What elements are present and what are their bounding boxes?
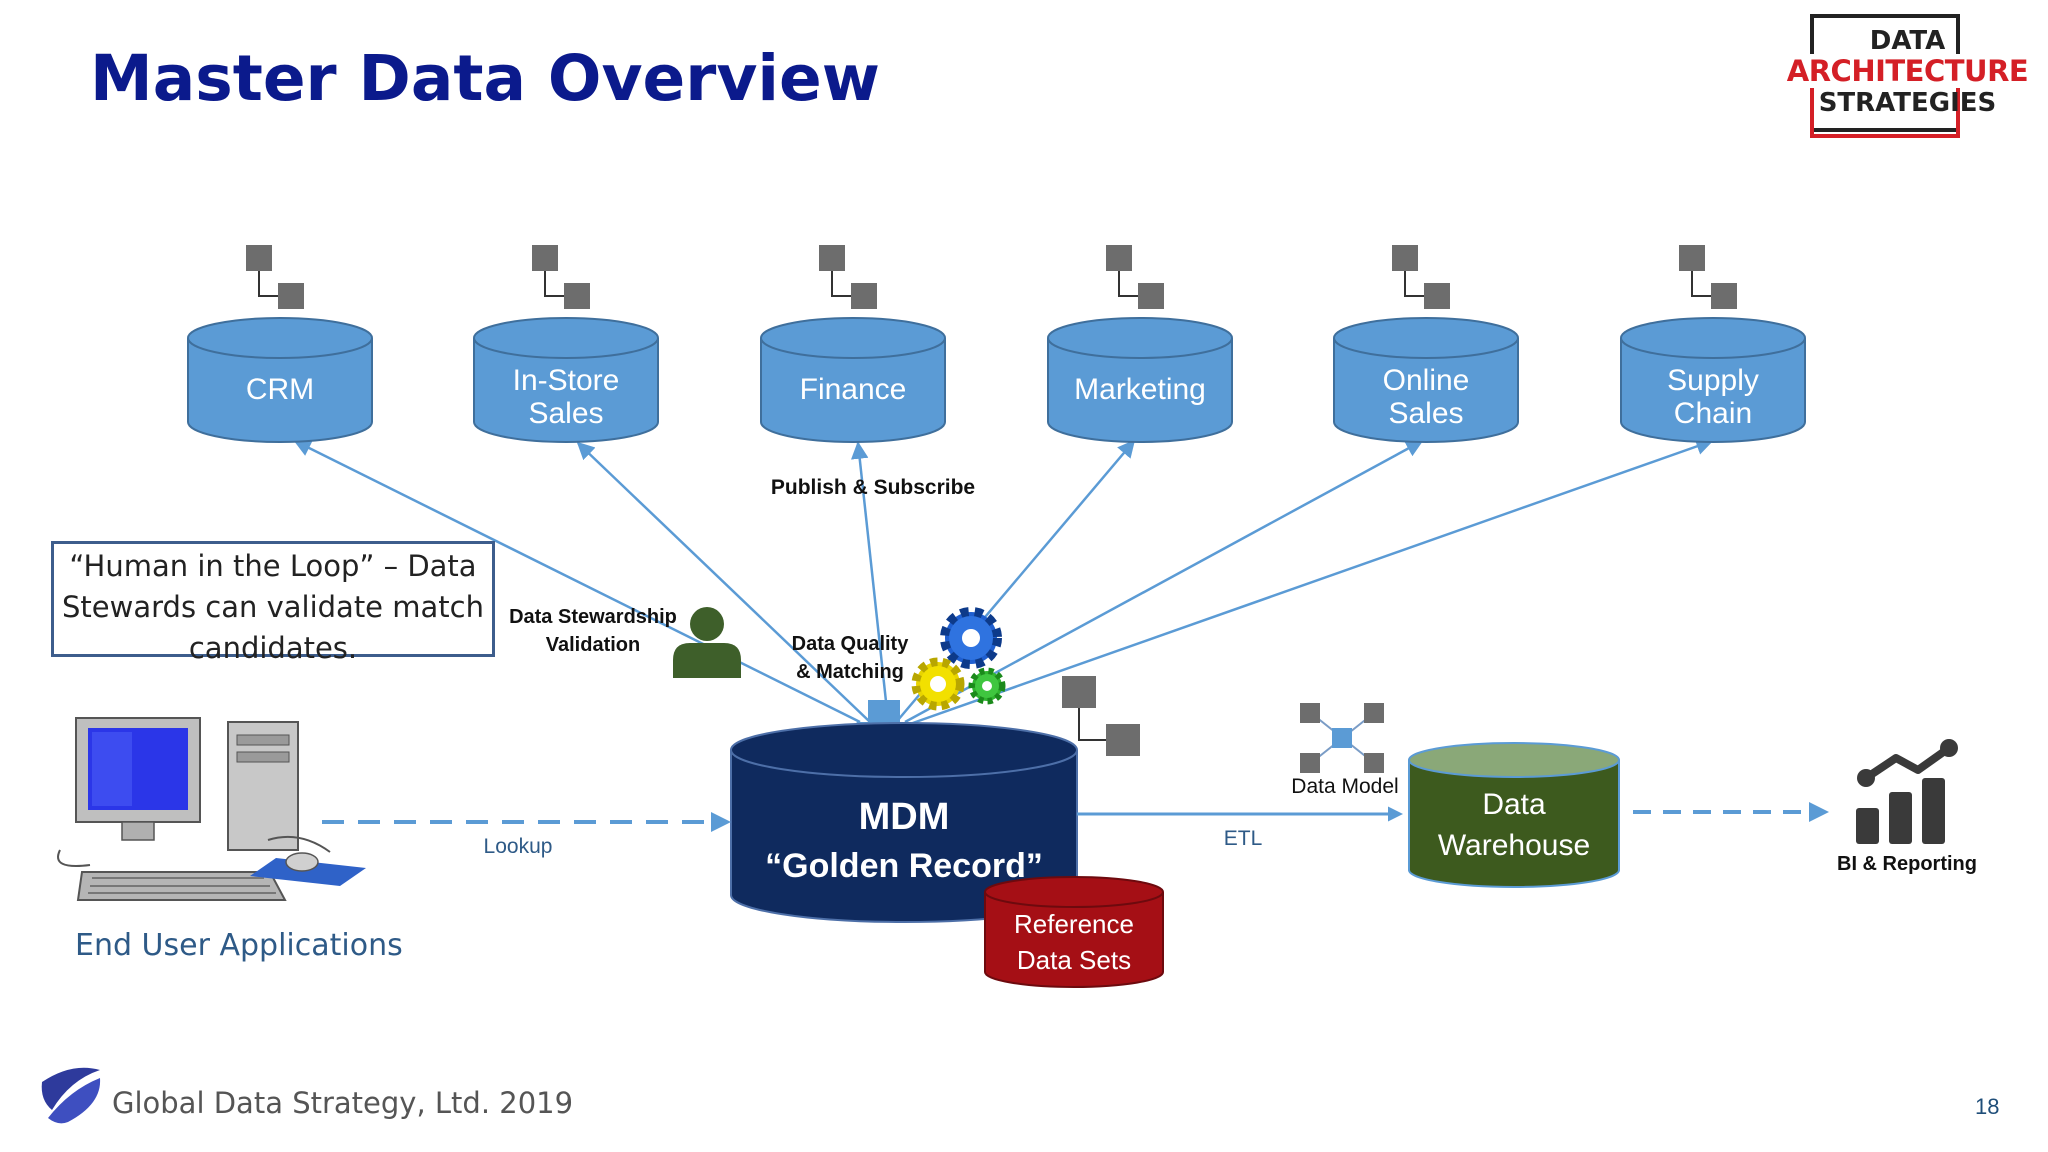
- source-label-line1: Online: [1383, 364, 1470, 397]
- company-logo-icon: [41, 1067, 101, 1124]
- source-label-line1: CRM: [246, 373, 314, 406]
- data-model-connector: [1691, 271, 1711, 297]
- stewardship-label-line2: Validation: [546, 634, 640, 656]
- source-database-3: Marketing: [1047, 245, 1233, 443]
- source-label-line1: Finance: [800, 373, 907, 406]
- source-database-body: [187, 338, 373, 443]
- person-icon: [673, 607, 741, 678]
- source-database-top: [1620, 317, 1806, 359]
- source-label-line2: Chain: [1674, 397, 1752, 430]
- arrow-to-finance: [850, 441, 890, 721]
- mdm-database: MDM “Golden Record”: [730, 722, 1078, 923]
- publish-subscribe-arrows: [293, 437, 1714, 726]
- source-database-body: [1333, 338, 1519, 443]
- warehouse-label-line1: Data: [1482, 788, 1546, 821]
- reference-label-line1: Reference: [1014, 909, 1134, 939]
- mdm-label-line2: “Golden Record”: [765, 847, 1043, 885]
- logo-frame-bottom: [1810, 72, 1960, 138]
- bi-reporting-label: BI & Reporting: [1837, 853, 1977, 875]
- source-label-line1: Marketing: [1074, 373, 1206, 406]
- source-database-body: [1620, 338, 1806, 443]
- source-database-top: [1047, 317, 1233, 359]
- data-model-icon-child: [564, 283, 590, 309]
- lookup-label: Lookup: [484, 835, 553, 858]
- arrow-to-crm: [293, 439, 861, 724]
- source-label-line2: Sales: [1388, 397, 1463, 430]
- data-model-label: Data Model: [1291, 775, 1398, 798]
- page-number: 18: [1975, 1094, 2000, 1119]
- source-database-body: [1047, 338, 1233, 443]
- data-model-connector: [544, 271, 564, 297]
- footer-text: Global Data Strategy, Ltd. 2019: [112, 1086, 574, 1120]
- stewardship-label-line1: Data Stewardship: [509, 606, 677, 628]
- data-model-icon: [1062, 676, 1140, 756]
- gears-icon: [911, 607, 1006, 711]
- data-model-icon-child: [1424, 283, 1450, 309]
- human-in-the-loop-callout: “Human in the Loop” – Data Stewards can …: [51, 541, 495, 665]
- data-model-icon: [1679, 245, 1705, 271]
- mdm-label-line1: MDM: [859, 796, 950, 838]
- source-label-line1: Supply: [1667, 364, 1759, 397]
- warehouse-label-line2: Warehouse: [1438, 829, 1590, 862]
- data-model-icon-child: [1711, 283, 1737, 309]
- data-model-connector: [1404, 271, 1424, 297]
- quality-label-line1: Data Quality: [792, 633, 910, 655]
- quality-label-line2: & Matching: [796, 661, 904, 683]
- source-database-top: [187, 317, 373, 359]
- data-model-icon: [1392, 245, 1418, 271]
- data-model-connector: [1118, 271, 1138, 297]
- source-database-body: [760, 338, 946, 443]
- logo-line-1: DATA: [1869, 26, 1946, 56]
- source-database-0: CRM: [187, 245, 373, 443]
- source-database-top: [760, 317, 946, 359]
- end-user-applications-label: End User Applications: [75, 928, 403, 963]
- arrow-to-instore: [576, 441, 871, 723]
- network-model-icon: [1300, 703, 1384, 773]
- logo-line-3: STRATEGIES: [1818, 88, 1997, 118]
- data-model-icon: [1106, 245, 1132, 271]
- data-model-connector: [258, 271, 278, 297]
- data-model-icon: [246, 245, 272, 271]
- source-database-top: [1333, 317, 1519, 359]
- source-database-2: Finance: [760, 245, 946, 443]
- source-database-top: [473, 317, 659, 359]
- data-model-icon-child: [1138, 283, 1164, 309]
- page-title: Master Data Overview: [90, 42, 880, 115]
- reference-data-database: Reference Data Sets: [984, 876, 1164, 988]
- logo-line-2: ARCHITECTURE: [1770, 54, 2045, 88]
- publish-subscribe-label: Publish & Subscribe: [771, 476, 975, 499]
- etl-label: ETL: [1224, 827, 1263, 850]
- data-model-icon-child: [851, 283, 877, 309]
- data-model-icon-child: [278, 283, 304, 309]
- data-model-icon: [819, 245, 845, 271]
- bar-chart-icon: [1856, 739, 1958, 844]
- source-label-line2: Sales: [528, 397, 603, 430]
- source-database-body: [473, 338, 659, 443]
- data-warehouse-database: Data Warehouse: [1408, 742, 1620, 888]
- arrow-to-supply-chain: [909, 437, 1714, 726]
- data-model-connector: [831, 271, 851, 297]
- reference-label-line2: Data Sets: [1017, 945, 1131, 975]
- computer-icon: [57, 717, 366, 901]
- data-model-icon: [532, 245, 558, 271]
- source-label-line1: In-Store: [513, 364, 620, 397]
- data-architecture-strategies-logo: DATA ARCHITECTURE STRATEGIES: [1770, 8, 2045, 138]
